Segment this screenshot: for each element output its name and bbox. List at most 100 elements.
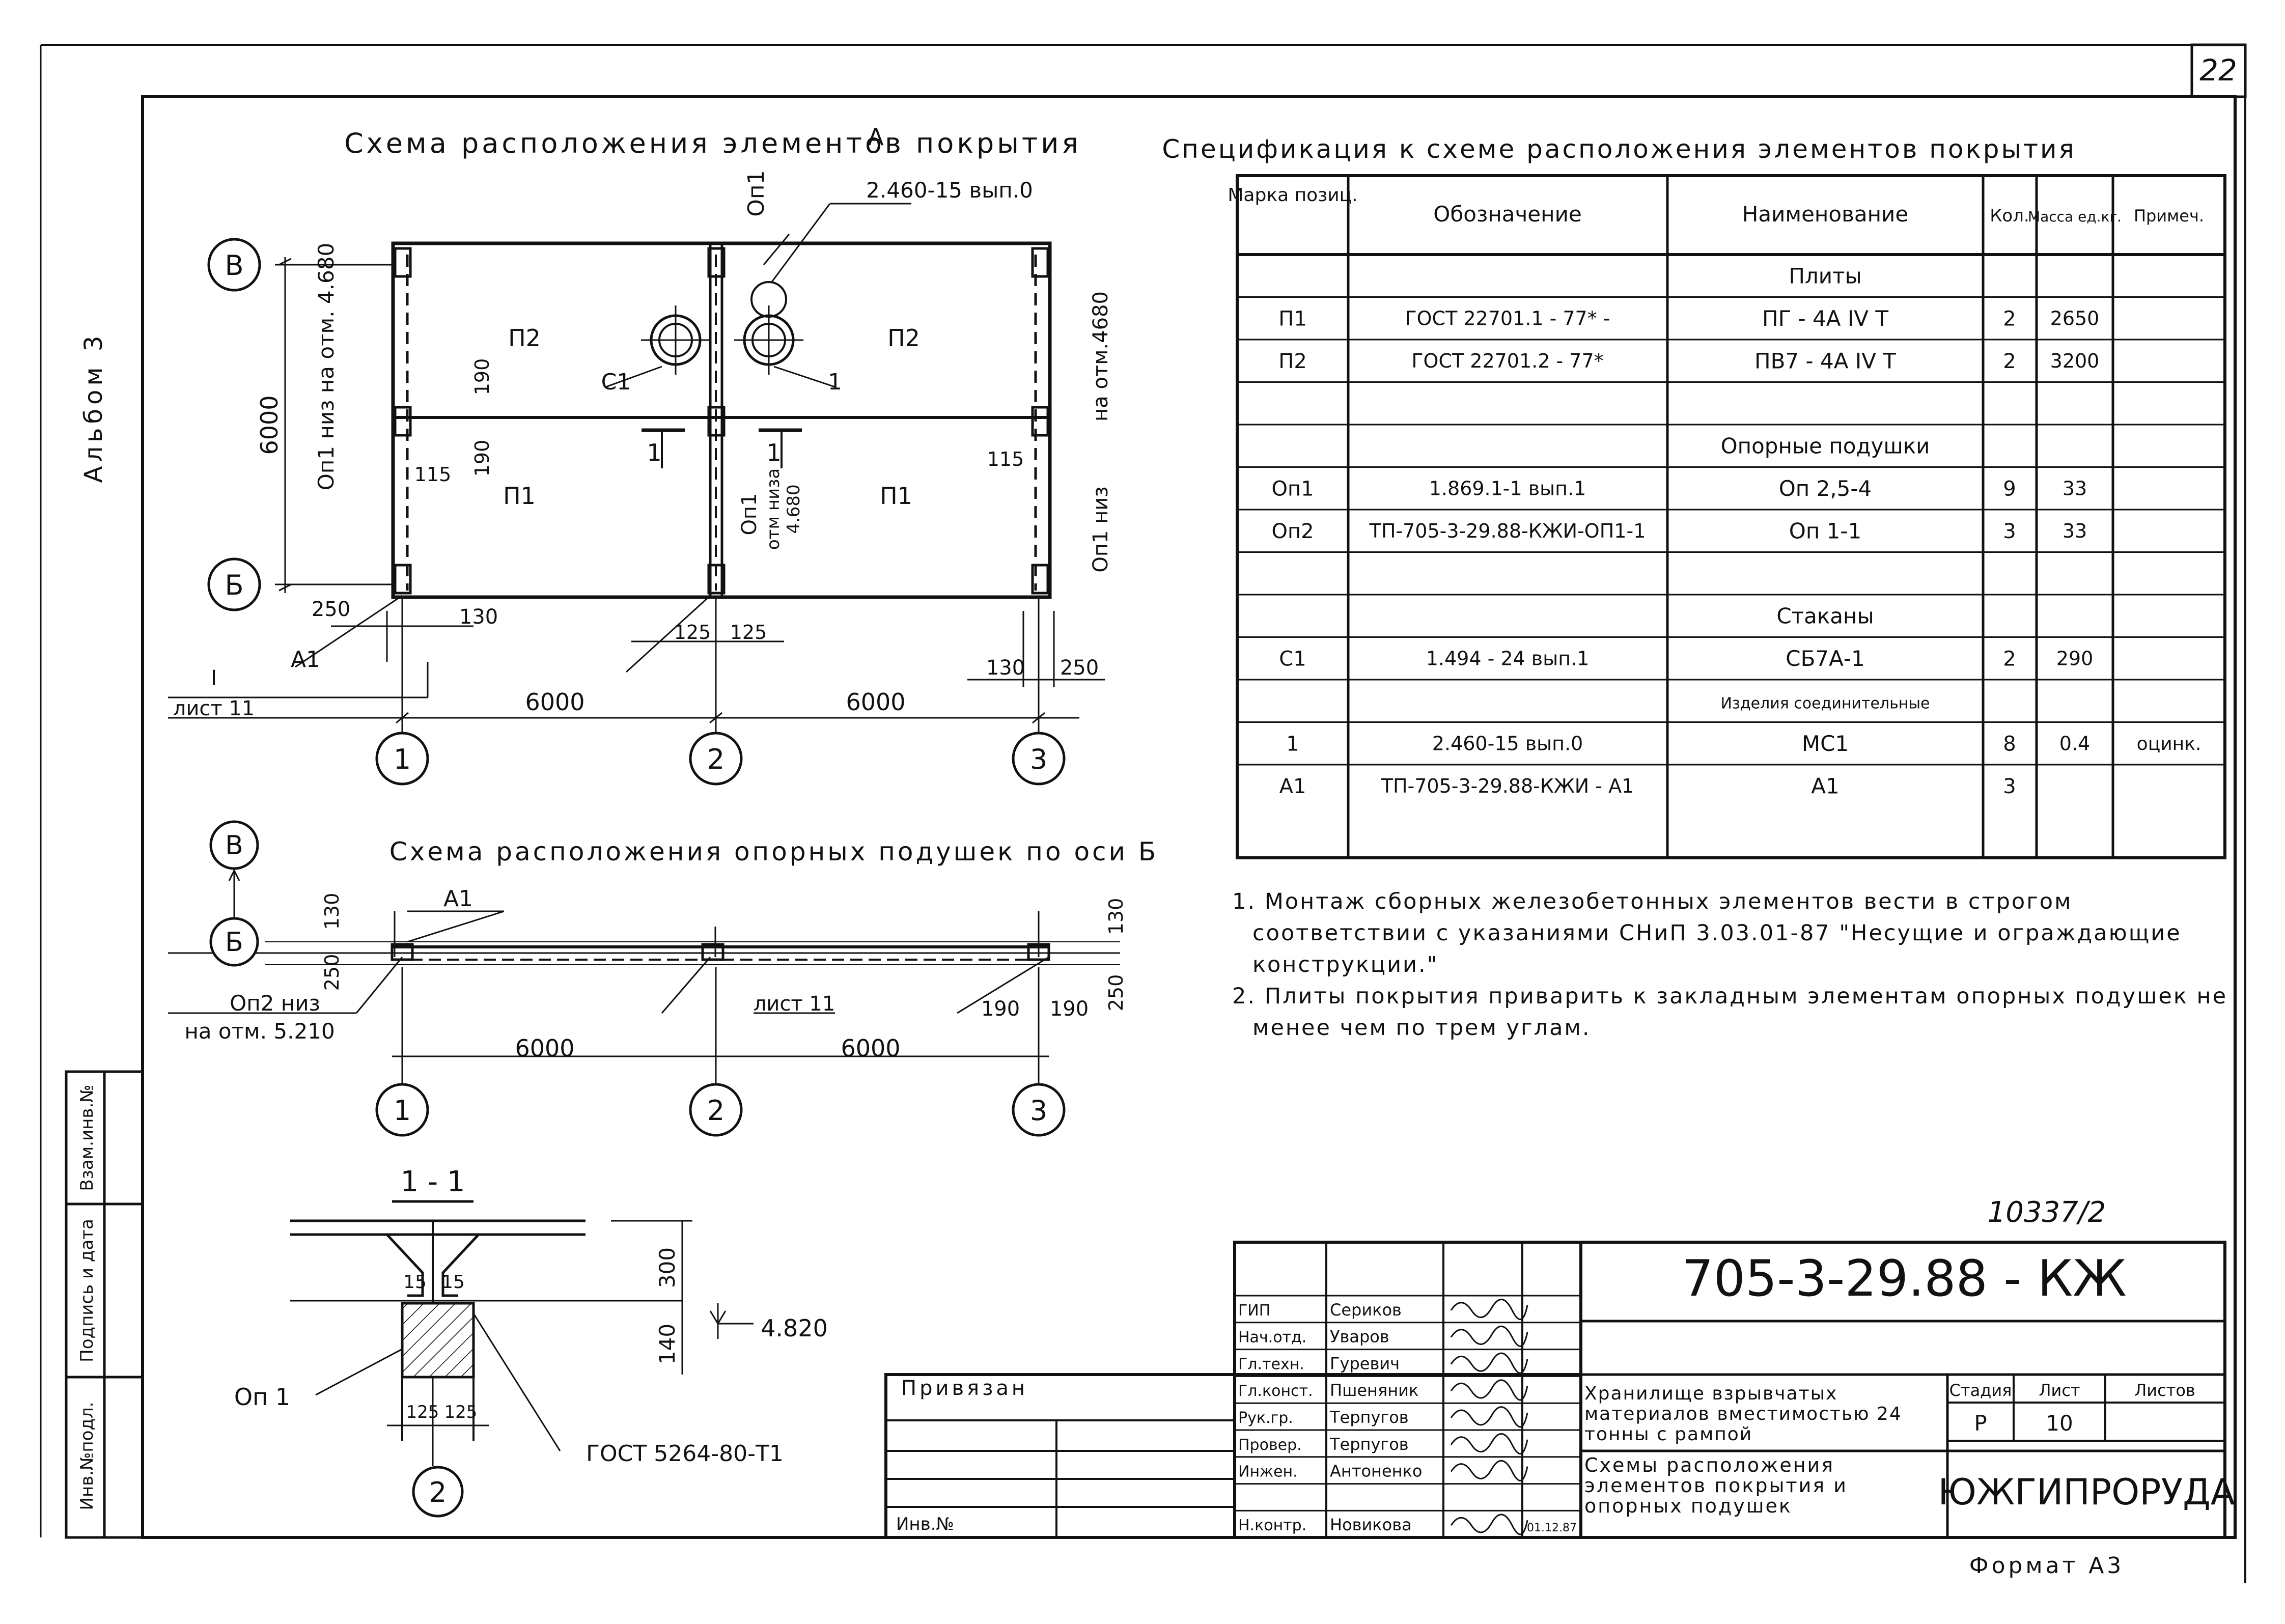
spec-title: Спецификация к схеме расположения элемен… bbox=[1162, 134, 2076, 164]
plan-dim-190-b: 190 bbox=[471, 440, 493, 477]
plan-label-mid-vertical-3: 4.680 bbox=[784, 484, 804, 534]
title-date: 01.12.87 bbox=[1527, 1522, 1577, 1534]
pads-dim-130-left: 130 bbox=[321, 893, 343, 930]
plan-label-ref-a: А bbox=[868, 123, 884, 151]
plan-drawing bbox=[168, 203, 1105, 733]
title-role: Н.контр. bbox=[1238, 1517, 1306, 1534]
spec-table-grid bbox=[1236, 174, 2226, 859]
spec-header-mark-text: Марка позиц. bbox=[1228, 185, 1357, 206]
plan-label-left-vertical: Оп1 низ на отм. 4.680 bbox=[314, 243, 339, 490]
section-dim-125-a: 125 bbox=[406, 1402, 439, 1422]
spec-cell-name: ПГ - 4А IV Т bbox=[1762, 306, 1888, 331]
spec-cell-name: СБ7А-1 bbox=[1786, 646, 1864, 671]
spec-cell-designation: 2.460-15 вып.0 bbox=[1432, 733, 1583, 755]
plan-axis-row-b: Б bbox=[225, 569, 243, 601]
signature-mark bbox=[1450, 1299, 1528, 1321]
plan-axis-col-1: 1 bbox=[394, 743, 411, 775]
spec-cell-mass: 2650 bbox=[2050, 307, 2100, 330]
pads-dim-130-right: 130 bbox=[1105, 898, 1127, 935]
spec-header-qty: Кол. bbox=[1990, 206, 2029, 226]
plan-label-op1-top: Оп1 bbox=[743, 170, 769, 216]
section-title: 1 - 1 bbox=[400, 1165, 465, 1198]
plan-dim-130-right: 130 bbox=[986, 656, 1025, 680]
plan-label-right-vertical-bottom: Оп1 низ bbox=[1089, 486, 1112, 572]
signature-mark bbox=[1450, 1406, 1528, 1428]
section-dim-300: 300 bbox=[655, 1247, 680, 1288]
spec-cell-name: ПВ7 - 4А IV Т bbox=[1754, 348, 1896, 373]
plan-dim-span-2: 6000 bbox=[846, 688, 905, 716]
pads-title: Схема расположения опорных подушек по ос… bbox=[389, 837, 1158, 866]
plan-label-ref-a-doc: 2.460-15 вып.0 bbox=[866, 178, 1033, 203]
section-dim-140: 140 bbox=[655, 1324, 680, 1364]
pads-dim-190-b: 190 bbox=[1050, 997, 1089, 1021]
plan-axis-col-3: 3 bbox=[1030, 743, 1047, 775]
page-number: 22 bbox=[2199, 53, 2237, 88]
title-person-name: Антоненко bbox=[1330, 1462, 1422, 1481]
title-object-name: Хранилище взрывчатых материалов вместимо… bbox=[1584, 1383, 1902, 1445]
title-person-name: Терпугов bbox=[1329, 1408, 1409, 1427]
spec-cell-designation: 1.494 - 24 вып.1 bbox=[1426, 648, 1590, 670]
spec-cell-name: Изделия соединительные bbox=[1720, 694, 1930, 712]
plan-dim-125-b: 125 bbox=[730, 621, 767, 643]
spec-cell-mark: А1 bbox=[1279, 775, 1306, 798]
title-sheet-name-box: Схемы расположения элементов покрытия и … bbox=[1584, 1455, 1846, 1516]
album-label: Альбом 3 bbox=[79, 332, 108, 483]
stamp-signature-date: Подпись и дата bbox=[77, 1219, 97, 1362]
plan-section-mark-right: 1 bbox=[766, 439, 781, 466]
plan-axis-bubbles bbox=[207, 238, 1066, 786]
title-person-name: Сериков bbox=[1330, 1300, 1402, 1320]
plan-slab-p2-right: П2 bbox=[887, 324, 920, 352]
spec-cell-mass: 33 bbox=[2063, 478, 2087, 500]
title-block-row-lines bbox=[1235, 1295, 1581, 1511]
title-person-name: Уваров bbox=[1330, 1327, 1389, 1347]
spec-cell-name: Опорные подушки bbox=[1721, 433, 1930, 458]
signature-mark bbox=[1450, 1379, 1528, 1401]
title-stage-label: Стадия bbox=[1949, 1381, 2012, 1400]
pads-dim-span-1: 6000 bbox=[515, 1034, 574, 1062]
spec-cell-designation: ТП-705-3-29.88-КЖИ-ОП1-1 bbox=[1369, 520, 1646, 542]
spec-cell-qty: 2 bbox=[2003, 350, 2016, 373]
title-person-name: Новикова bbox=[1330, 1515, 1412, 1534]
plan-slab-p1-right: П1 bbox=[880, 482, 912, 510]
note-2: 2. Плиты покрытия приварить к закладным … bbox=[1232, 984, 2228, 1041]
plan-dim-250-left: 250 bbox=[312, 598, 350, 621]
title-inv: Инв.№ bbox=[896, 1514, 954, 1534]
signature-mark bbox=[1450, 1433, 1528, 1455]
spec-cell-qty: 2 bbox=[2003, 307, 2016, 330]
plan-dim-115-left: 115 bbox=[414, 463, 452, 486]
pads-axis-col-2: 2 bbox=[707, 1095, 724, 1127]
plan-dim-span-1: 6000 bbox=[525, 688, 584, 716]
pads-label-a1: А1 bbox=[443, 886, 473, 912]
plan-sheet-ref-num: I bbox=[211, 666, 217, 690]
plan-label-mid-vertical-2: отм низа bbox=[763, 468, 784, 550]
spec-cell-designation: ТП-705-3-29.88-КЖИ - А1 bbox=[1381, 775, 1634, 797]
spec-cell-mass: 3200 bbox=[2050, 350, 2100, 372]
spec-header-designation: Обозначение bbox=[1433, 202, 1581, 227]
plan-dim-250-right: 250 bbox=[1060, 656, 1099, 680]
signature-mark bbox=[1450, 1325, 1528, 1347]
stamp-vzam-inv: Взам.инв.№ bbox=[77, 1084, 97, 1191]
spec-header-mass: Масса ед.кг. bbox=[2028, 208, 2122, 225]
spec-cell-qty: 8 bbox=[2003, 732, 2016, 755]
title-org: ЮЖГИПРОРУДА bbox=[1938, 1471, 2235, 1513]
plan-axis-col-2: 2 bbox=[707, 743, 724, 775]
section-level: 4.820 bbox=[761, 1314, 828, 1342]
spec-cell-qty: 3 bbox=[2003, 520, 2016, 543]
title-role: Нач.отд. bbox=[1238, 1329, 1306, 1347]
section-drawing bbox=[290, 1219, 754, 1466]
spec-cell-qty: 3 bbox=[2003, 775, 2016, 798]
spec-row-lines bbox=[1237, 296, 2225, 766]
plan-slab-p1-left: П1 bbox=[503, 482, 536, 510]
signature-mark bbox=[1450, 1352, 1528, 1374]
left-stamp bbox=[65, 1070, 144, 1539]
spec-cell-name: Оп 1-1 bbox=[1789, 518, 1861, 543]
pads-axis-bubbles bbox=[209, 820, 1066, 1137]
spec-cell-name: Стаканы bbox=[1776, 603, 1874, 628]
stamp-inv-podl: Инв.№подл. bbox=[77, 1402, 97, 1510]
title-format: Формат А3 bbox=[1969, 1553, 2125, 1579]
spec-cell-mass: 290 bbox=[2056, 648, 2094, 670]
plan-label-1: 1 bbox=[828, 369, 842, 395]
spec-cell-mark: Оп1 bbox=[1271, 477, 1314, 500]
